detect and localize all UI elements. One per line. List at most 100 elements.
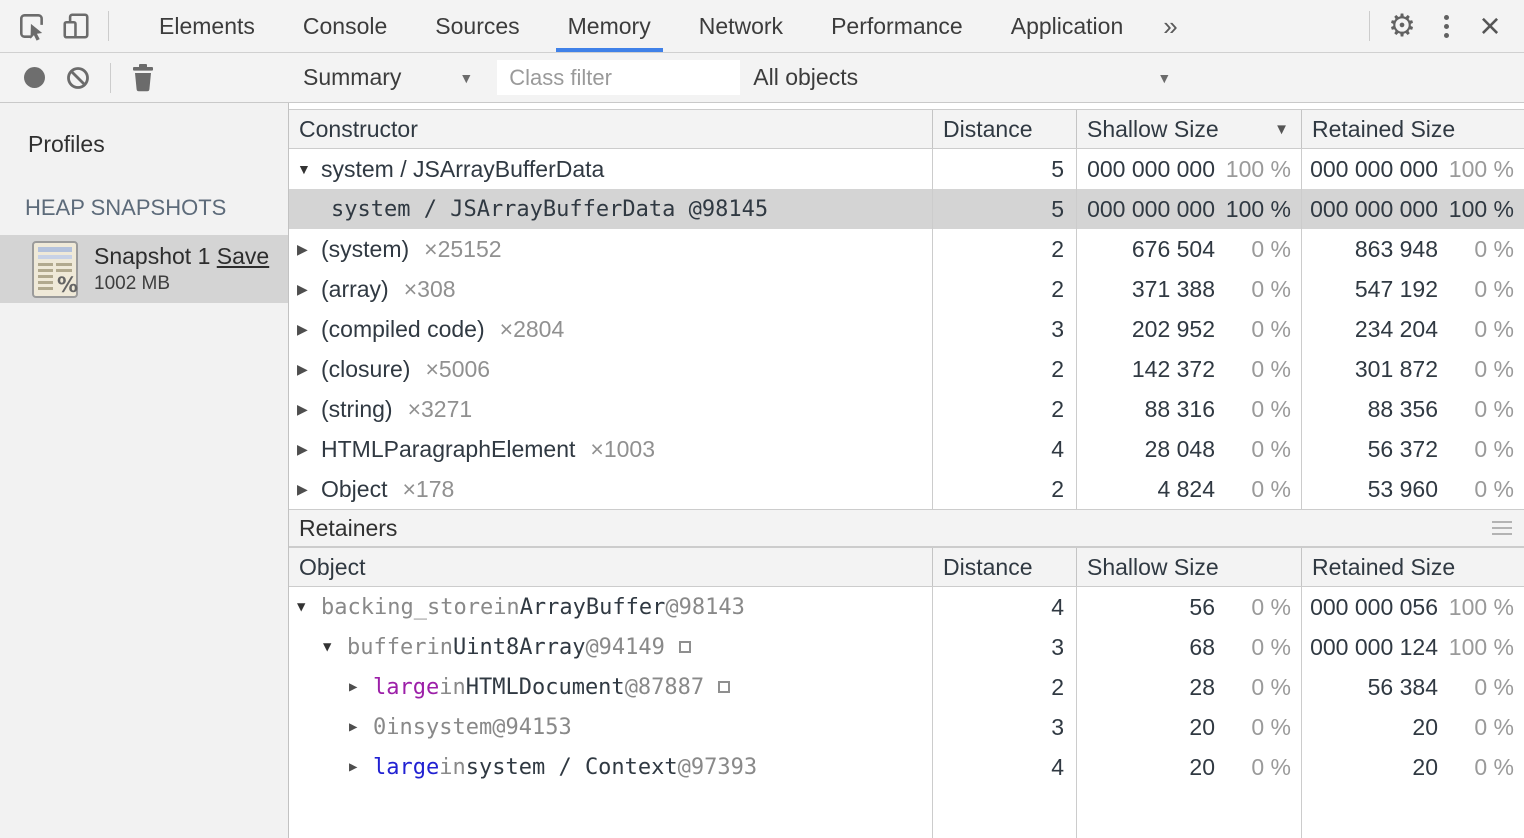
object-name-segment: Uint8Array — [452, 634, 586, 660]
panel-tabs: Elements Console Sources Memory Network Perfo… — [135, 0, 1147, 52]
object-cell: ▼buffer in Uint8Array @94149 — [289, 627, 932, 667]
size-percent: 0 % — [1251, 593, 1291, 620]
collapse-arrow-icon[interactable]: ▼ — [323, 639, 332, 655]
device-toolbar-button[interactable] — [54, 4, 98, 48]
chevron-down-icon: ▼ — [1157, 69, 1172, 86]
object-name-segment: @98143 — [665, 594, 745, 620]
reveal-icon[interactable] — [718, 681, 731, 693]
column-header-distance[interactable]: Distance — [932, 548, 1076, 586]
expand-arrow-icon[interactable]: ▶ — [297, 240, 308, 257]
distance-cell: 2 — [932, 469, 1076, 509]
expand-arrow-icon[interactable]: ▶ — [349, 679, 358, 695]
clear-profiles-button[interactable] — [56, 56, 100, 100]
column-header-shallow-size[interactable]: Shallow Size — [1076, 548, 1301, 586]
objects-filter-select[interactable]: All objects ▼ — [753, 64, 1171, 91]
constructor-name: (compiled code) — [321, 315, 485, 342]
collapse-arrow-icon[interactable]: ▼ — [297, 161, 311, 177]
object-name-segment: @97393 — [677, 754, 758, 780]
toolbar-separator — [1369, 11, 1370, 41]
sidebar-item-snapshot-1[interactable]: % Snapshot 1 Save 1002 MB — [0, 235, 288, 303]
size-value: 28 — [1189, 673, 1215, 700]
size-percent: 0 % — [1474, 673, 1514, 700]
expand-arrow-icon[interactable]: ▶ — [297, 400, 308, 417]
expand-arrow-icon[interactable]: ▶ — [297, 280, 308, 297]
instance-count: ×308 — [403, 275, 456, 302]
expand-arrow-icon[interactable]: ▶ — [349, 759, 358, 775]
expand-arrow-icon[interactable]: ▶ — [297, 320, 308, 337]
expand-arrow-icon[interactable]: ▶ — [297, 360, 308, 377]
size-percent: 0 % — [1474, 315, 1514, 342]
save-snapshot-link[interactable]: Save — [216, 243, 270, 269]
size-percent: 0 % — [1474, 753, 1514, 780]
tab-console[interactable]: Console — [302, 12, 388, 39]
settings-button[interactable]: ⚙ — [1380, 4, 1424, 48]
perspective-select[interactable]: Summary ▼ — [303, 64, 473, 91]
customize-menu-button[interactable] — [1424, 4, 1468, 48]
column-header-retained-size[interactable]: Retained Size — [1301, 110, 1524, 148]
column-header-shallow-size[interactable]: Shallow Size ▼ — [1076, 110, 1301, 148]
column-header-object[interactable]: Object — [299, 553, 366, 580]
block-icon — [65, 65, 91, 91]
object-name-segment: large — [373, 754, 440, 780]
expand-arrow-icon[interactable]: ▶ — [297, 480, 308, 497]
record-heap-snapshot-button[interactable] — [12, 56, 56, 100]
column-header-retained-size[interactable]: Retained Size — [1301, 548, 1524, 586]
expand-arrow-icon[interactable]: ▶ — [297, 440, 308, 457]
devtools-tabbar: Elements Console Sources Memory Network Perfo… — [0, 0, 1524, 53]
distance-cell: 3 — [932, 627, 1076, 667]
distance-cell: 5 — [932, 189, 1076, 229]
column-header-distance[interactable]: Distance — [932, 110, 1076, 148]
tab-memory[interactable]: Memory — [544, 0, 675, 52]
tab-sources[interactable]: Sources — [435, 12, 520, 39]
reveal-icon[interactable] — [678, 641, 691, 653]
column-header-constructor[interactable]: Constructor — [299, 115, 418, 142]
close-devtools-button[interactable]: × — [1468, 4, 1512, 48]
delete-profile-button[interactable] — [121, 56, 165, 100]
retainers-menu-icon[interactable] — [1492, 521, 1512, 535]
tab-network[interactable]: Network — [698, 12, 784, 39]
trash-icon — [131, 63, 155, 92]
gear-icon: ⚙ — [1388, 7, 1416, 44]
size-percent: 100 % — [1448, 633, 1514, 660]
inspect-element-button[interactable] — [10, 4, 54, 48]
size-percent: 0 % — [1474, 435, 1514, 462]
size-value: 000 000 000 — [1310, 195, 1438, 222]
size-percent: 0 % — [1474, 275, 1514, 302]
tab-application[interactable]: Application — [1010, 12, 1124, 39]
more-tabs-button[interactable]: » — [1163, 10, 1178, 41]
tab-elements[interactable]: Elements — [159, 12, 255, 39]
tab-performance[interactable]: Performance — [831, 12, 963, 39]
expand-arrow-icon[interactable]: ▶ — [349, 719, 358, 735]
size-percent: 100 % — [1448, 155, 1514, 182]
size-percent: 0 % — [1251, 315, 1291, 342]
profiles-title: Profiles — [28, 131, 105, 157]
collapse-arrow-icon[interactable]: ▼ — [297, 599, 306, 615]
distance-cell: 2 — [932, 667, 1076, 707]
size-value: 371 388 — [1131, 275, 1215, 302]
class-filter-input[interactable] — [497, 60, 741, 95]
